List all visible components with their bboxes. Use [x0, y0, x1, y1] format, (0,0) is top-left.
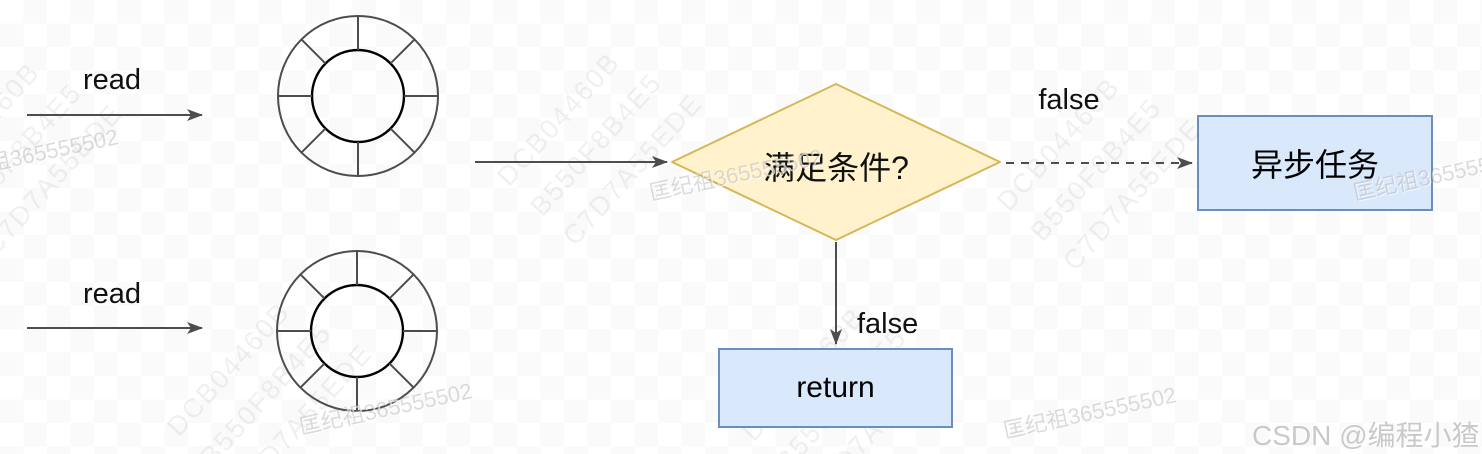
ring-inner-circle	[310, 48, 406, 144]
ring-inner-circle	[309, 283, 405, 379]
ring-buffer-icon	[276, 250, 438, 412]
ring-buffer-icon	[277, 15, 439, 177]
return-node: return	[718, 348, 953, 428]
edge-label-false-right: false	[1038, 84, 1100, 116]
async-task-label: 异步任务	[1250, 147, 1379, 183]
edge-label-read-top: read	[82, 64, 142, 96]
async-task-node: 异步任务	[1197, 115, 1433, 211]
condition-diamond	[671, 83, 1001, 241]
edge-label-false-down: false	[857, 308, 919, 340]
return-label: return	[796, 371, 875, 404]
edge-label-read-bottom: read	[82, 278, 142, 310]
condition-label: 满足条件?	[763, 150, 909, 186]
